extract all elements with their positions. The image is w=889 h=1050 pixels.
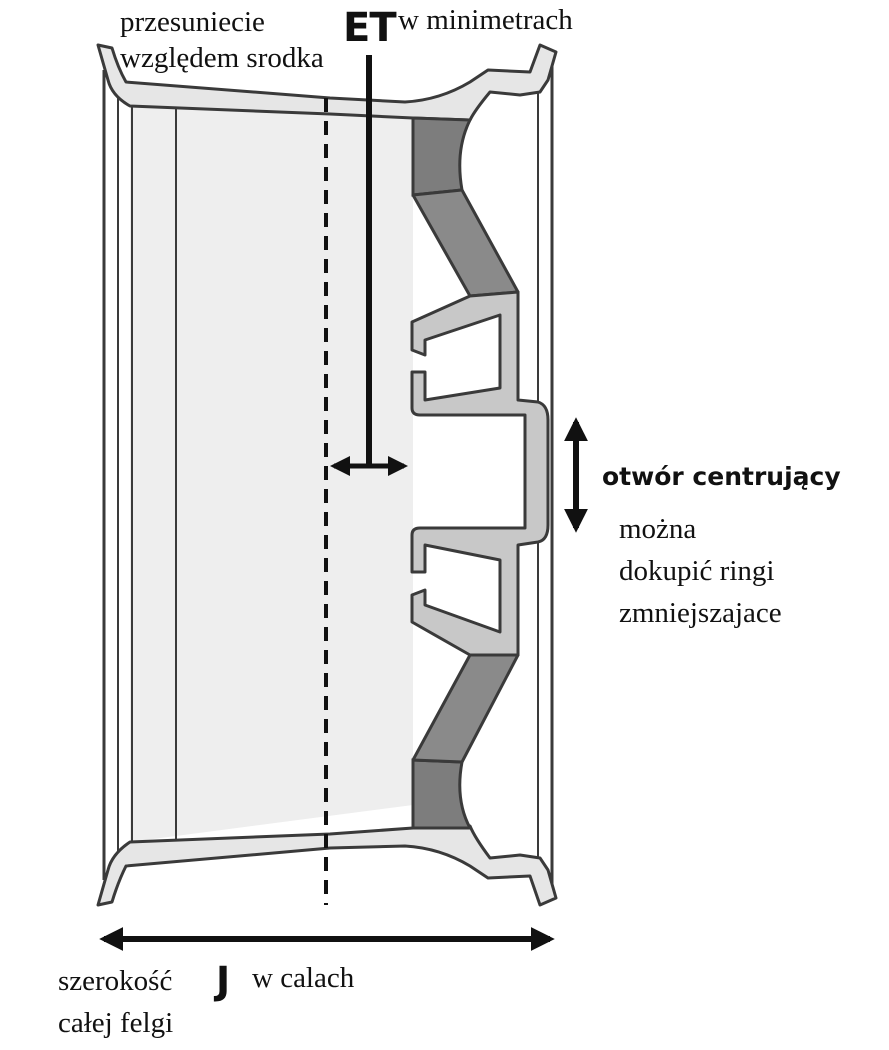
offset-label-line: względem srodka xyxy=(120,42,324,74)
center-bore-label: otwór centrujący xyxy=(602,462,841,491)
rim-bottom-flange xyxy=(96,824,558,907)
rings-note: można dokupić ringi zmniejszajace xyxy=(619,508,782,634)
rim-barrel xyxy=(130,102,413,842)
rim-top-flange xyxy=(96,43,558,122)
offset-label-line: przesuniecie xyxy=(120,6,265,38)
j-unit-label: w calach xyxy=(252,962,355,994)
rings-note-line: zmniejszajace xyxy=(619,597,782,629)
rim-lower-mount xyxy=(411,758,473,830)
width-label: szerokość całej felgi xyxy=(58,960,173,1044)
j-symbol: J xyxy=(216,959,231,1003)
offset-label: przesuniecie względem srodka xyxy=(120,4,324,76)
rim-lower-spoke xyxy=(411,653,520,764)
rim-upper-spoke xyxy=(411,188,520,298)
rings-note-line: dokupić ringi xyxy=(619,555,775,587)
width-label-line: całej felgi xyxy=(58,1007,174,1039)
rim-hub-disk xyxy=(410,290,550,657)
et-unit-label: w minimetrach xyxy=(398,4,573,36)
width-label-line: szerokość xyxy=(58,965,173,997)
rim-upper-mount xyxy=(411,116,473,197)
rings-note-line: można xyxy=(619,513,697,545)
et-symbol: ET xyxy=(343,5,397,51)
